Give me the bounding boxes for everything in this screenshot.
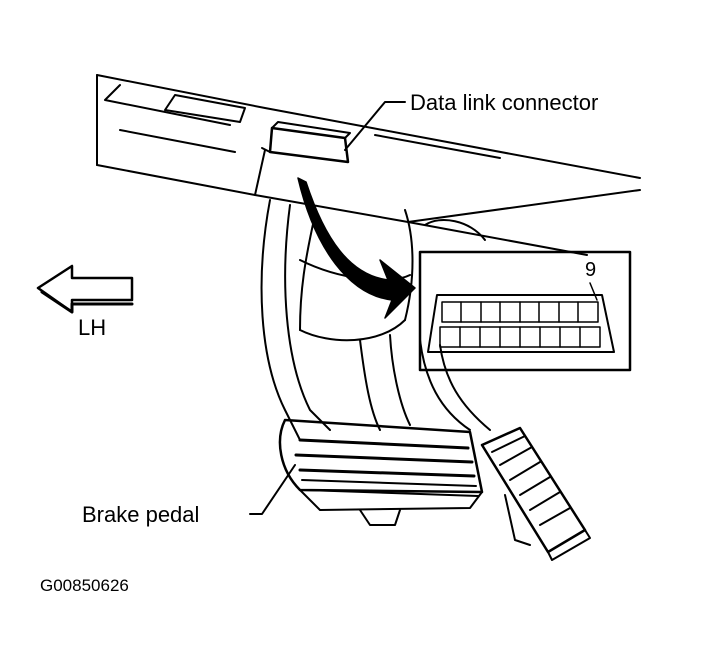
steering-column: [260, 199, 491, 441]
brake-pedal-label: Brake pedal: [82, 502, 200, 527]
figure-code: G00850626: [40, 576, 129, 595]
lh-label: LH: [78, 315, 107, 340]
pin-number-label: 9: [585, 259, 597, 281]
brake-leader-line: [249, 464, 296, 515]
dlc-closeup-box: [418, 250, 632, 372]
dlc-leader-line: [344, 101, 406, 151]
dashboard-panel: [96, 74, 641, 256]
brake-pedal: [278, 418, 484, 526]
curved-arrow-icon: [297, 177, 416, 319]
left-arrow-icon: [36, 264, 134, 314]
data-link-connector-label: Data link connector: [410, 90, 599, 115]
accelerator-pedal: [480, 426, 591, 561]
dlc-pin-grid: [439, 301, 601, 348]
dlc-housing: [261, 121, 351, 164]
